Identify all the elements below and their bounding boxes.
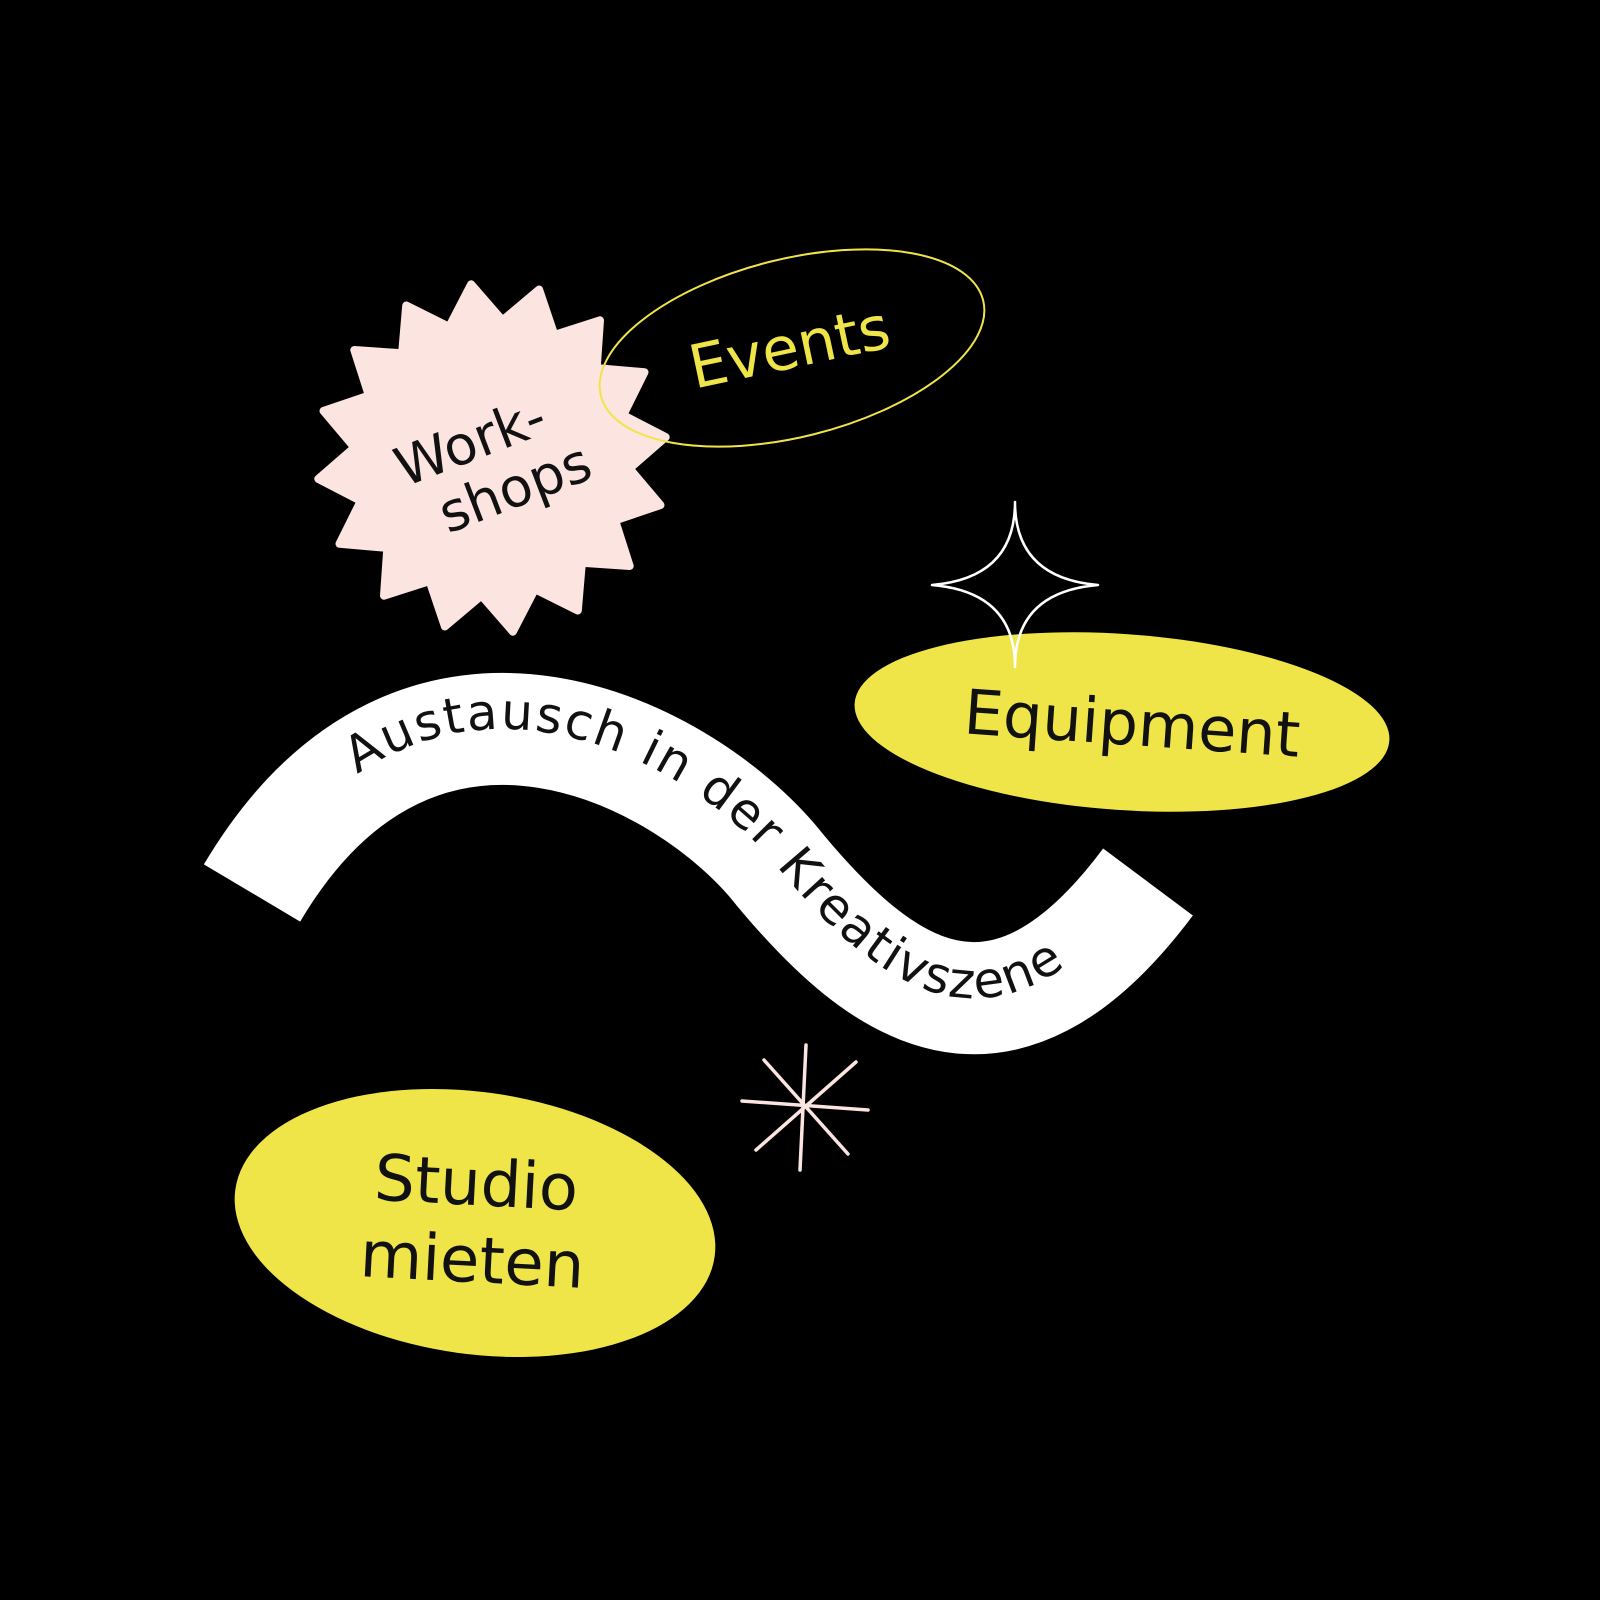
equipment-ellipse bbox=[854, 632, 1390, 812]
four-point-sparkle-icon bbox=[930, 500, 1100, 669]
studio-badge: Studio mieten bbox=[234, 1088, 716, 1358]
events-outline bbox=[598, 248, 986, 448]
studio-line2: mieten bbox=[358, 1218, 586, 1304]
studio-line1: Studio bbox=[373, 1142, 580, 1227]
equipment-badge: Equipment bbox=[854, 632, 1390, 812]
starburst-shape bbox=[314, 280, 670, 636]
asterisk-star-icon bbox=[740, 1043, 870, 1172]
studio-ellipse bbox=[234, 1088, 716, 1358]
workshops-badge: Work- shops bbox=[314, 280, 670, 636]
